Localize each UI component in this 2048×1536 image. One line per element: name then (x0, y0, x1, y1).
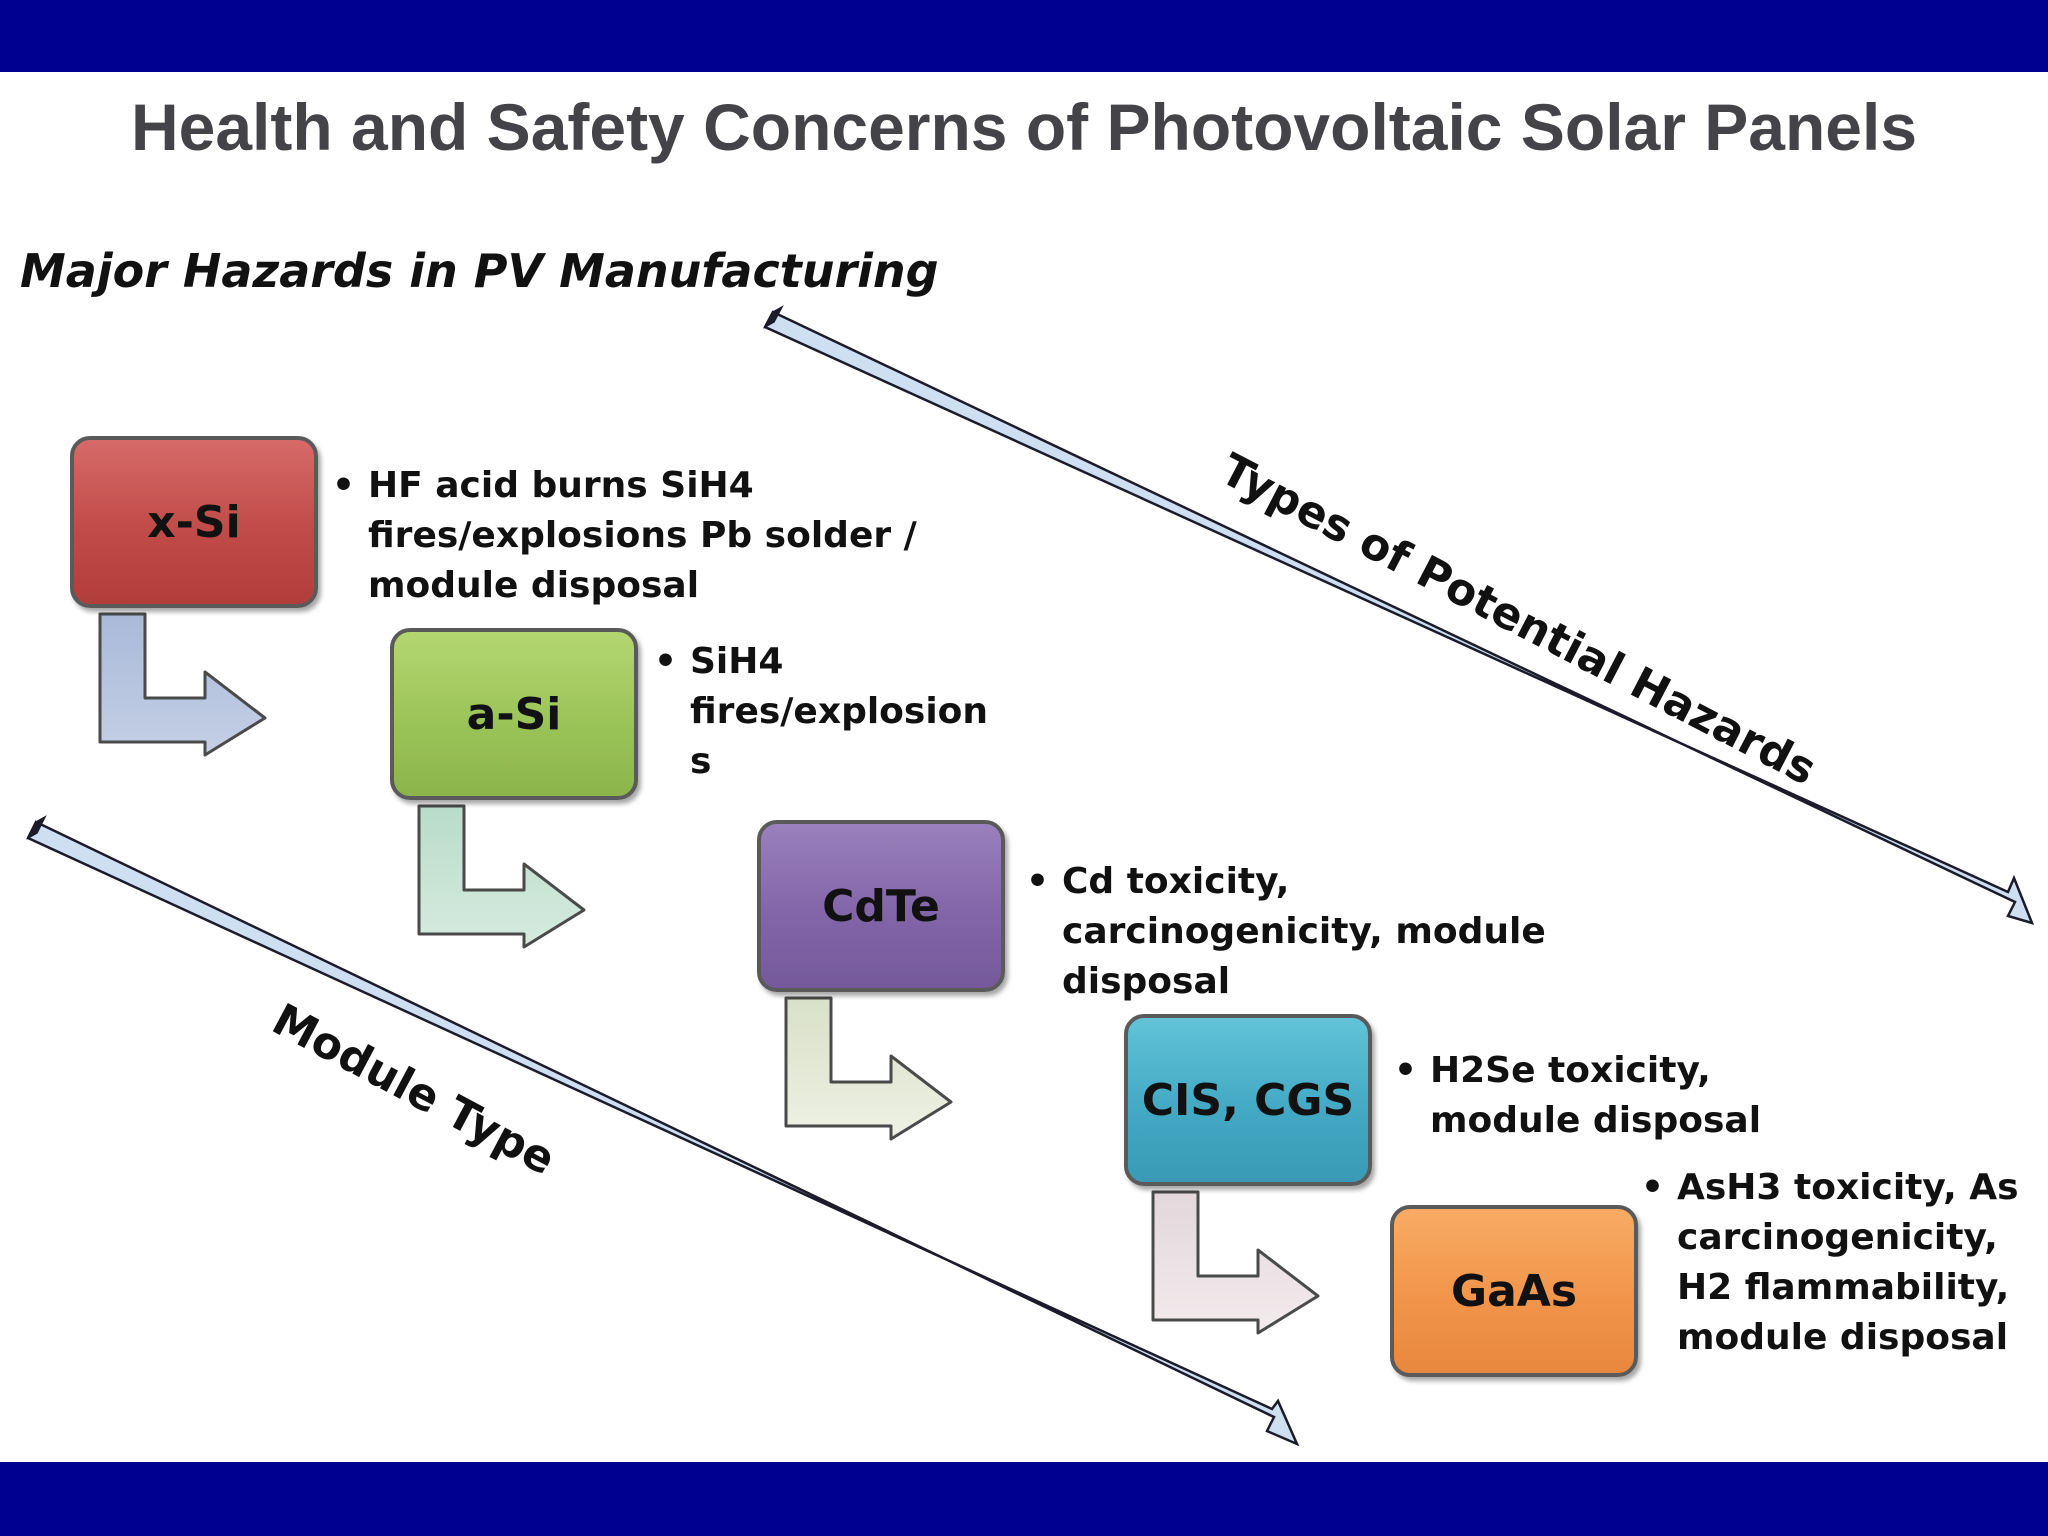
module-box-xsi: x-Si (70, 436, 318, 608)
hazard-desc-xsi: • HF acid burns SiH4 fires/explosions Pb… (332, 461, 1068, 611)
hazard-text: SiH4 fires/explosion s (690, 641, 989, 782)
hazard-text: HF acid burns SiH4 fires/explosions Pb s… (368, 465, 917, 606)
connector-arrow-cis (1151, 1190, 1320, 1335)
module-box-cdte: CdTe (757, 820, 1005, 992)
bullet-icon: • (1641, 1167, 1665, 1208)
bullet-icon: • (1394, 1050, 1418, 1091)
hazard-text: H2Se toxicity, module disposal (1430, 1050, 1762, 1141)
module-box-asi: a-Si (390, 628, 638, 800)
slide-title: Health and Safety Concerns of Photovolta… (130, 90, 1918, 164)
hazards-axis-arrow (763, 305, 2035, 925)
module-axis-arrow (26, 815, 1300, 1447)
module-box-cis-cgs: CIS, CGS (1124, 1014, 1372, 1186)
hazard-text: Cd toxicity, carcinogenicity, module dis… (1062, 861, 1546, 1002)
hazard-desc-cdte: • Cd toxicity, carcinogenicity, module d… (1026, 857, 1622, 1007)
hazard-desc-asi: • SiH4 fires/explosion s (654, 637, 1010, 787)
hazard-desc-gaas: • AsH3 toxicity, As carcinogenicity, H2 … (1641, 1163, 2037, 1363)
bullet-icon: • (332, 465, 356, 506)
top-band (0, 0, 2048, 72)
bullet-icon: • (1026, 861, 1050, 902)
bullet-icon: • (654, 641, 678, 682)
connector-arrow-cdte (784, 996, 953, 1141)
bottom-band (0, 1462, 2048, 1536)
hazard-text: AsH3 toxicity, As carcinogenicity, H2 fl… (1677, 1167, 2019, 1358)
module-box-gaas: GaAs (1390, 1205, 1638, 1377)
connector-arrow-xsi (98, 612, 267, 757)
hazard-desc-cis-cgs: • H2Se toxicity, module disposal (1394, 1046, 1850, 1146)
connector-arrow-asi (417, 804, 586, 949)
slide-subtitle: Major Hazards in PV Manufacturing (20, 244, 939, 298)
